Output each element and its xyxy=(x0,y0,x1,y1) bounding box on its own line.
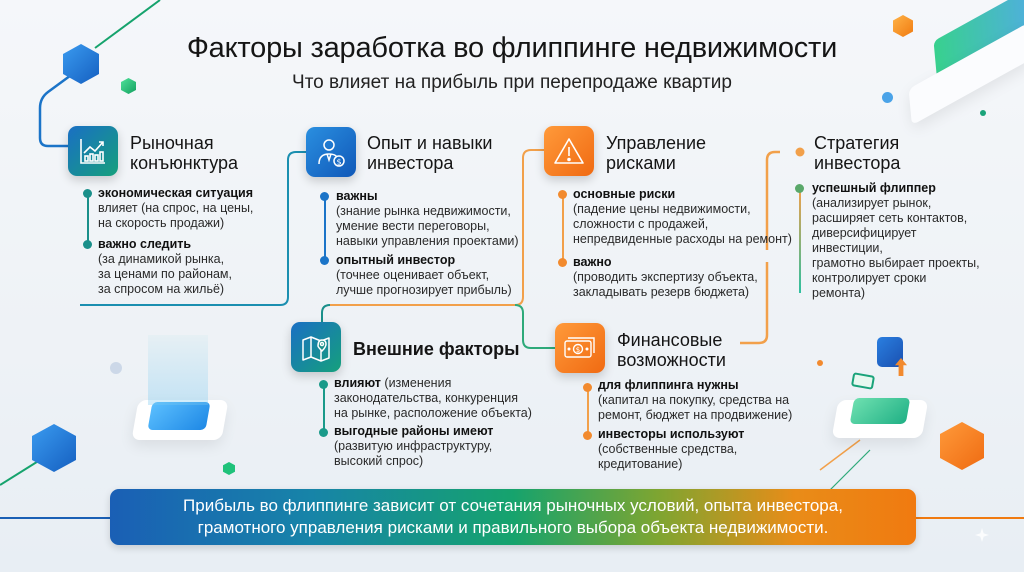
page-subtitle: Что влияет на прибыль при перепродаже кв… xyxy=(292,72,732,93)
bullet-dot xyxy=(795,184,804,193)
bullet-line xyxy=(562,194,564,262)
bullet-dot xyxy=(319,428,328,437)
green-cube-decoration xyxy=(121,78,136,94)
bullet-line xyxy=(587,387,589,435)
bullet-dot xyxy=(319,380,328,389)
bullet-dot xyxy=(583,431,592,440)
card-title: Внешние факторы xyxy=(353,339,520,359)
card-title: Рыночная конъюнктура xyxy=(130,133,239,173)
bullet-line xyxy=(323,384,325,432)
svg-text:$: $ xyxy=(336,158,341,167)
bullet-dot xyxy=(83,189,92,198)
list-item: опытный инвестор (точнее оценивает объек… xyxy=(336,253,512,297)
bullet-dot xyxy=(558,190,567,199)
teal-dot-decoration xyxy=(980,110,986,116)
summary-line-1: Прибыль во флиппинге зависит от сочетани… xyxy=(183,496,843,515)
list-item: важны (знание рынка недвижимости, умение… xyxy=(336,189,519,248)
bullet-line xyxy=(324,196,326,261)
summary-banner: Прибыль во флиппинге зависит от сочетани… xyxy=(110,489,916,545)
warning-triangle-icon xyxy=(544,126,594,176)
chart-growth-icon xyxy=(68,126,118,176)
orange-cube-decoration xyxy=(893,15,913,37)
list-item: инвесторы используют (собственные средст… xyxy=(598,427,745,471)
list-item: выгодные районы имеют (развитую инфрастр… xyxy=(334,424,494,468)
bullet-line xyxy=(799,188,801,293)
bullet-dot xyxy=(320,256,329,265)
summary-line-2: грамотного управления рисками и правильн… xyxy=(197,518,829,537)
page-title: Факторы заработка во флиппинге недвижимо… xyxy=(186,32,838,64)
investor-person-icon: $ xyxy=(306,127,356,177)
bullet-dot xyxy=(83,240,92,249)
bullet-dot xyxy=(320,192,329,201)
blue-dot-decoration xyxy=(882,92,893,103)
list-item: основные риски (падение цены недвижимост… xyxy=(573,187,792,246)
card-title: Финансовые возможности xyxy=(617,330,726,370)
orange-dot-decoration xyxy=(817,360,823,366)
list-item: важно следить (за динамикой рынка, за це… xyxy=(98,237,232,296)
card-title: Управление рисками xyxy=(606,133,707,173)
card-title: Стратегия инвестора xyxy=(814,133,901,173)
money-stack-icon: $ xyxy=(555,323,605,373)
map-pin-icon xyxy=(291,322,341,372)
list-item: влияют (изменения законодательства, конк… xyxy=(334,376,532,420)
card-title: Опыт и навыки инвестора xyxy=(367,133,493,173)
platform-beam xyxy=(148,335,208,405)
finance-platform-glow xyxy=(849,398,911,424)
svg-text:$: $ xyxy=(576,346,580,354)
list-item: экономическая ситуация влияет (на спрос,… xyxy=(98,186,254,230)
platform-glow xyxy=(147,402,211,430)
list-item: для флиппинга нужны (капитал на покупку,… xyxy=(598,378,793,422)
list-item: успешный флиппер (анализирует рынок, рас… xyxy=(812,181,980,300)
list-item: важно (проводить экспертизу объекта, зак… xyxy=(573,255,758,299)
bullet-line xyxy=(87,193,89,248)
bullet-dot xyxy=(583,383,592,392)
small-green-cube-decoration xyxy=(223,462,235,475)
bullet-dot xyxy=(558,258,567,267)
grey-dot-decoration xyxy=(110,362,122,374)
